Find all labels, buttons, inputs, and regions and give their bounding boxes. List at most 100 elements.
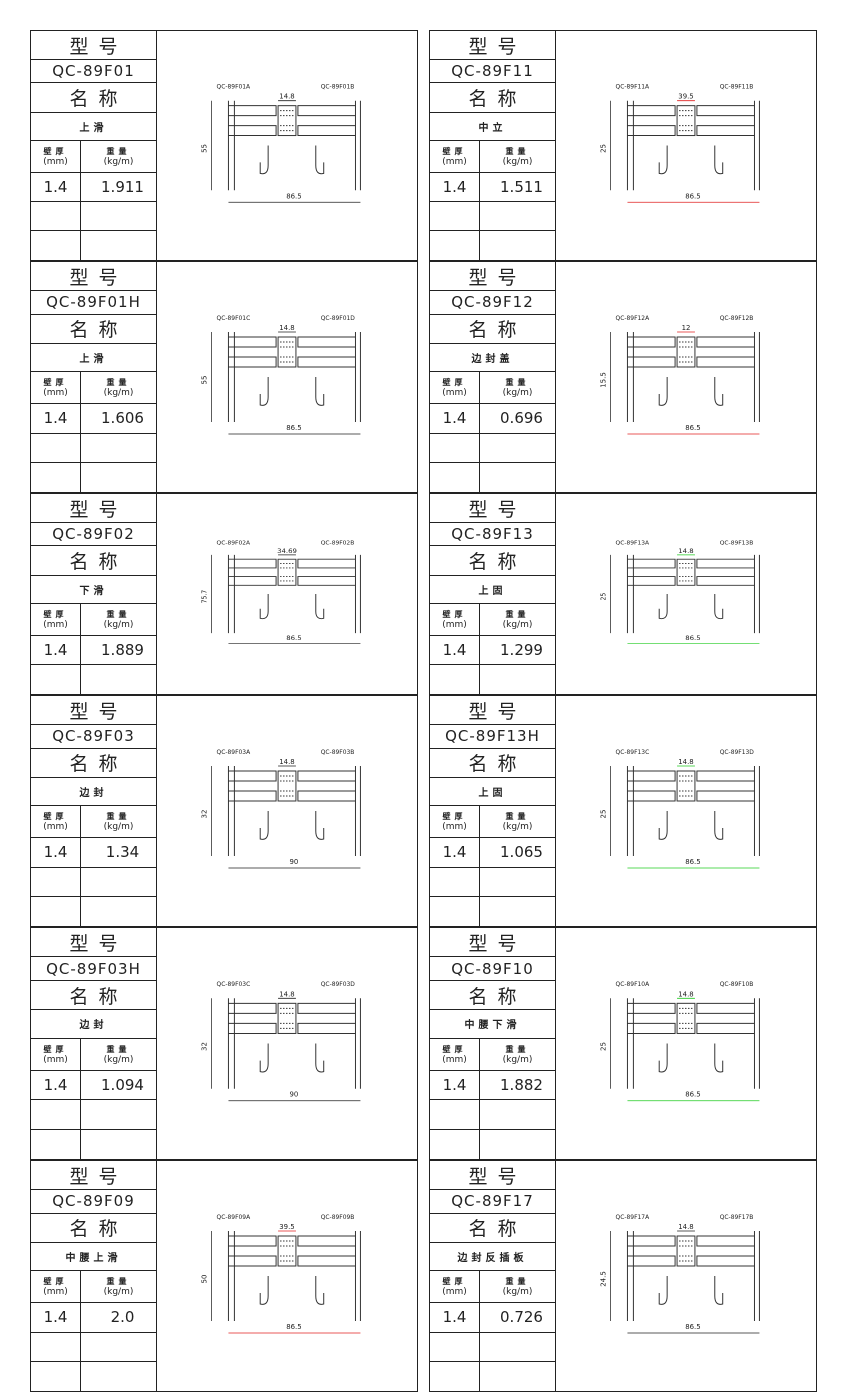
profile-card: 型号 QC-89F13 名称 上固 壁厚(mm) 重量(kg/m) 1.4 1.… <box>429 493 817 695</box>
spec-values: 1.4 1.889 <box>31 635 156 665</box>
thermal-break <box>676 1235 696 1267</box>
empty-row <box>430 1100 555 1130</box>
spec-table: 型号 QC-89F13 名称 上固 壁厚(mm) 重量(kg/m) 1.4 1.… <box>430 494 556 694</box>
thermal-break <box>676 770 696 802</box>
empty-row <box>31 664 156 694</box>
thickness-label: 壁厚 <box>442 378 467 388</box>
weight-unit: (kg/m) <box>103 1054 134 1065</box>
profile-name: 上滑 <box>31 344 156 373</box>
width-value: 86.5 <box>286 1323 301 1331</box>
thermal-break <box>676 105 696 137</box>
width-value: 86.5 <box>685 634 700 641</box>
profile-drawing: QC-89F12A QC-89F12B 12 15.5 <box>556 262 816 492</box>
empty-row <box>430 664 555 694</box>
empty-row <box>430 433 555 463</box>
thickness-value: 1.4 <box>430 404 480 433</box>
thickness-value: 1.4 <box>31 172 81 201</box>
width-dimension: 86.5 <box>228 1323 361 1334</box>
part-b-label: QC-89F12B <box>720 315 754 322</box>
model-code: QC-89F13H <box>430 725 555 749</box>
empty-row <box>430 1332 555 1362</box>
spec-header: 壁厚(mm) 重量(kg/m) <box>430 140 555 173</box>
profile-drawing: QC-89F01C QC-89F01D 14.8 55 <box>157 262 417 492</box>
height-value: 25 <box>600 144 608 153</box>
empty-row <box>430 201 555 231</box>
model-label: 型号 <box>31 696 156 726</box>
name-label: 名称 <box>31 546 156 576</box>
thickness-label: 壁厚 <box>43 146 68 156</box>
spec-table: 型号 QC-89F02 名称 下滑 壁厚(mm) 重量(kg/m) 1.4 1.… <box>31 494 157 694</box>
spec-values: 1.4 1.882 <box>430 1070 555 1101</box>
profile-card: 型号 QC-89F03H 名称 边封 壁厚(mm) 重量(kg/m) 1.4 1… <box>30 927 418 1160</box>
width-dimension: 86.5 <box>627 1091 760 1102</box>
empty-row <box>430 1129 555 1159</box>
thickness-label: 壁厚 <box>43 812 68 822</box>
profile-drawing: QC-89F11A QC-89F11B 39.5 25 <box>556 31 816 260</box>
spec-values: 1.4 1.065 <box>430 838 555 868</box>
profile-card: 型号 QC-89F02 名称 下滑 壁厚(mm) 重量(kg/m) 1.4 1.… <box>30 493 418 695</box>
width-dimension: 86.5 <box>228 192 361 203</box>
weight-value: 1.889 <box>101 640 144 659</box>
weight-label: 重量 <box>505 378 530 388</box>
spec-header: 壁厚(mm) 重量(kg/m) <box>31 140 156 173</box>
profile-name: 边封 <box>31 1010 156 1039</box>
model-code: QC-89F02 <box>31 523 156 547</box>
spec-table: 型号 QC-89F01 名称 上滑 壁厚(mm) 重量(kg/m) 1.4 1.… <box>31 31 157 260</box>
weight-unit: (kg/m) <box>103 156 134 167</box>
width-dimension: 86.5 <box>627 858 760 869</box>
part-a-label: QC-89F03A <box>217 749 252 756</box>
width-value: 86.5 <box>685 858 700 866</box>
gap-dimension: 14.8 <box>677 990 695 999</box>
thickness-unit: (mm) <box>43 156 68 167</box>
profile-drawing: QC-89F03C QC-89F03D 14.8 32 <box>157 928 417 1159</box>
profile-card: 型号 QC-89F17 名称 边封反插板 壁厚(mm) 重量(kg/m) 1.4… <box>429 1160 817 1392</box>
empty-row <box>430 1361 555 1391</box>
part-b-label: QC-89F17B <box>720 1214 754 1221</box>
model-label: 型号 <box>430 31 555 61</box>
empty-row <box>31 462 156 492</box>
width-dimension: 86.5 <box>228 634 361 644</box>
gap-value: 14.8 <box>678 548 693 555</box>
spec-values: 1.4 1.094 <box>31 1070 156 1101</box>
thickness-unit: (mm) <box>442 1054 467 1065</box>
gap-value: 14.8 <box>678 1223 693 1231</box>
weight-label: 重量 <box>505 609 530 619</box>
part-a-label: QC-89F01C <box>217 315 251 322</box>
part-a-label: QC-89F12A <box>616 315 651 322</box>
model-code: QC-89F13 <box>430 523 555 547</box>
name-label: 名称 <box>430 315 555 344</box>
thickness-label: 壁厚 <box>442 146 467 156</box>
profile-drawing: QC-89F10A QC-89F10B 14.8 25 <box>556 928 816 1159</box>
part-a-label: QC-89F09A <box>217 1214 252 1221</box>
thickness-label: 壁厚 <box>442 1277 467 1287</box>
profile-drawing: QC-89F03A QC-89F03B 14.8 32 <box>157 696 417 926</box>
profile-card: 型号 QC-89F10 名称 中腰下滑 壁厚(mm) 重量(kg/m) 1.4 … <box>429 927 817 1160</box>
spec-header: 壁厚(mm) 重量(kg/m) <box>430 806 555 839</box>
thermal-break <box>277 558 297 586</box>
spec-header: 壁厚(mm) 重量(kg/m) <box>31 1038 156 1071</box>
model-label: 型号 <box>430 494 555 524</box>
spec-table: 型号 QC-89F17 名称 边封反插板 壁厚(mm) 重量(kg/m) 1.4… <box>430 1161 556 1391</box>
empty-row <box>31 1100 156 1130</box>
thermal-break <box>676 558 696 586</box>
spec-table: 型号 QC-89F10 名称 中腰下滑 壁厚(mm) 重量(kg/m) 1.4 … <box>430 928 556 1159</box>
spec-table: 型号 QC-89F03 名称 边封 壁厚(mm) 重量(kg/m) 1.4 1.… <box>31 696 157 926</box>
spec-header: 壁厚(mm) 重量(kg/m) <box>430 1271 555 1304</box>
part-a-label: QC-89F01A <box>217 84 252 91</box>
profile-card: 型号 QC-89F01H 名称 上滑 壁厚(mm) 重量(kg/m) 1.4 1… <box>30 261 418 493</box>
spec-table: 型号 QC-89F11 名称 中立 壁厚(mm) 重量(kg/m) 1.4 1.… <box>430 31 556 260</box>
profile-drawing: QC-89F09A QC-89F09B 39.5 50 <box>157 1161 417 1391</box>
weight-value: 1.094 <box>101 1076 144 1095</box>
weight-unit: (kg/m) <box>103 1287 134 1298</box>
profile-outline <box>227 998 361 1089</box>
height-value: 25 <box>599 593 608 601</box>
thickness-unit: (mm) <box>43 1054 68 1065</box>
weight-label: 重量 <box>106 812 131 822</box>
profile-outline <box>626 766 760 856</box>
weight-unit: (kg/m) <box>502 1287 533 1298</box>
name-label: 名称 <box>430 749 555 778</box>
gap-dimension: 34.69 <box>277 548 297 556</box>
weight-unit: (kg/m) <box>103 388 134 399</box>
part-a-label: QC-89F11A <box>616 84 651 91</box>
thickness-unit: (mm) <box>43 619 68 630</box>
